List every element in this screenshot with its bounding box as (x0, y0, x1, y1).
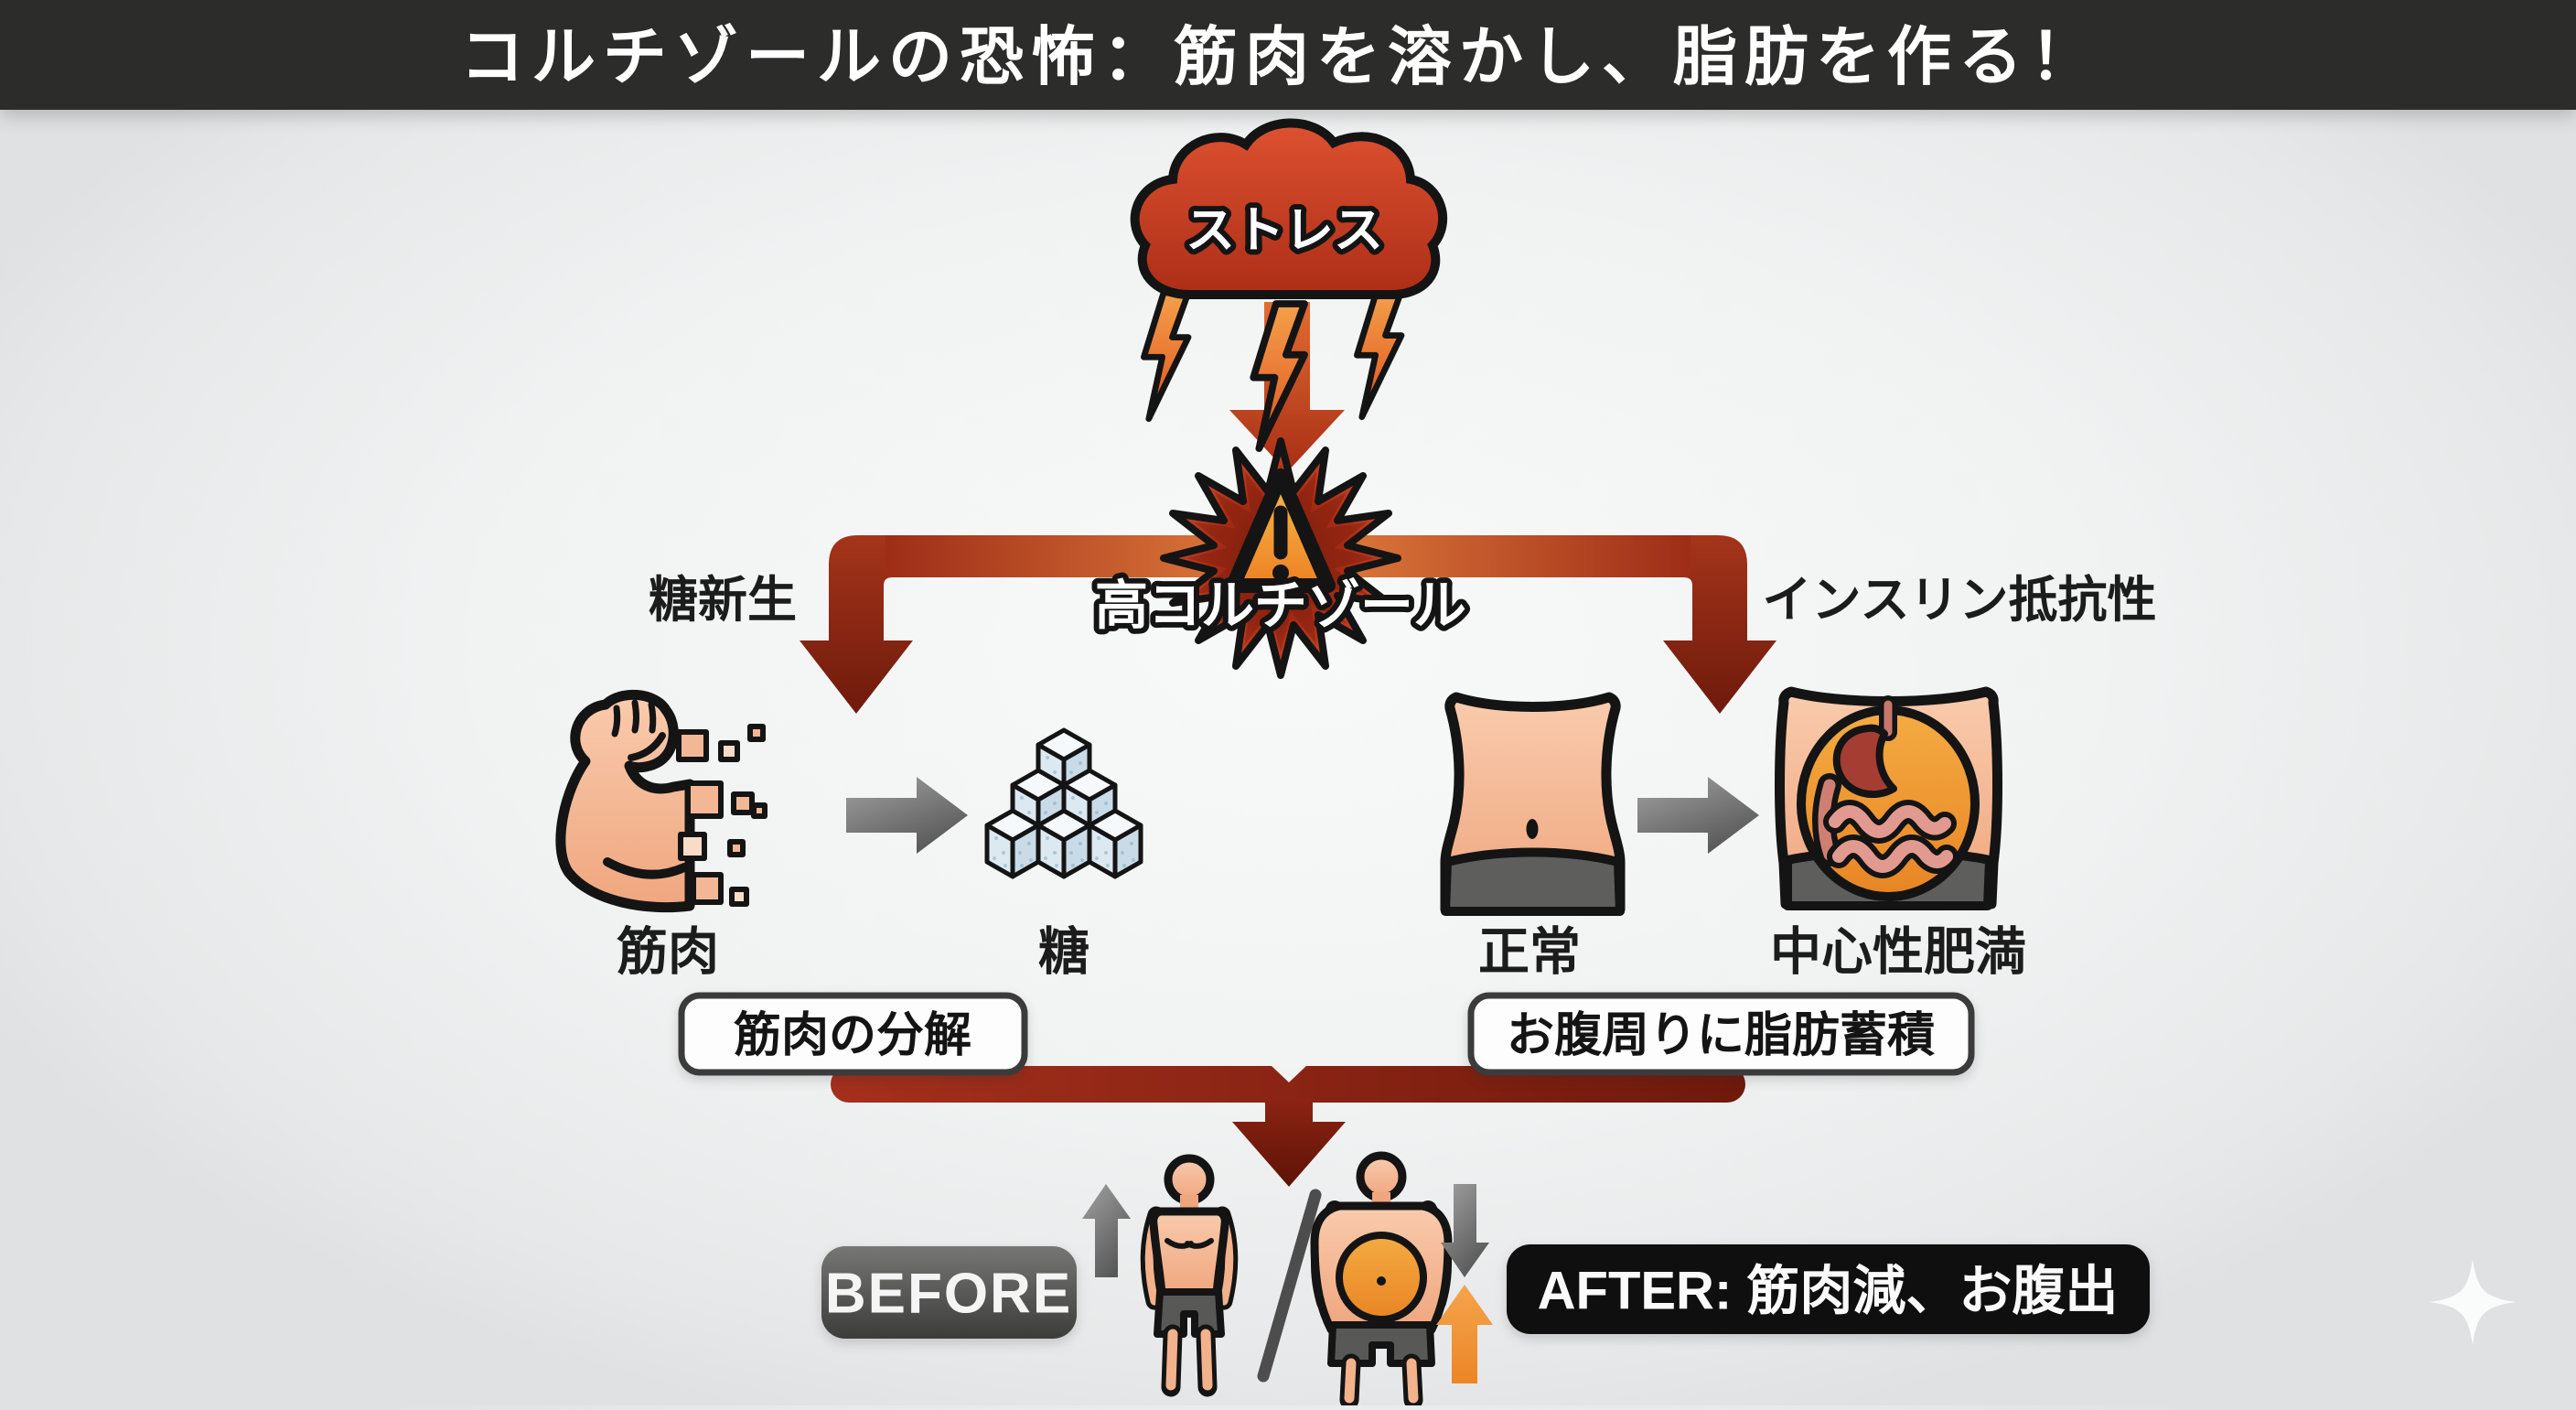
transform-arrow-left-icon (846, 777, 968, 854)
title-bar-background (0, 0, 2576, 110)
sugar-cubes-icon (987, 730, 1141, 877)
after-badge: AFTER: 筋肉減、お腹出 (1507, 1244, 2150, 1334)
muscle-up-arrow-icon (1082, 1184, 1131, 1277)
muscle-debris-pixels (676, 724, 767, 907)
cortisol-label: 高コルチゾール (1095, 576, 1466, 636)
normal-belly-icon (1440, 692, 1626, 916)
muscle-label: 筋肉 (617, 923, 719, 981)
divider-slash (1257, 1189, 1322, 1383)
fat-storage-box: お腹周りに脂肪蓄積 (1467, 992, 1975, 1076)
obese-belly-icon (1775, 686, 2002, 910)
lightning-bolts-icon (1143, 291, 1401, 448)
converge-arrow-icon (1232, 1098, 1346, 1187)
left-branch-label: 糖新生 (649, 573, 797, 628)
cortisol-burst-icon: 高コルチゾール (1089, 437, 1472, 679)
fat-storage-caption: お腹周りに脂肪蓄積 (1507, 1009, 1935, 1062)
before-label: BEFORE (825, 1263, 1072, 1326)
muscle-breakdown-box: 筋肉の分解 (678, 992, 1028, 1076)
thin-figure-icon (1140, 1154, 1239, 1397)
muscle-arm-icon (555, 689, 695, 913)
after-label: AFTER: 筋肉減、お腹出 (1538, 1262, 2119, 1321)
normal-label: 正常 (1478, 923, 1581, 981)
branch-left-arm (800, 535, 915, 714)
stress-cloud-icon: ストレス (1130, 118, 1448, 472)
sparkle-watermark-icon (2430, 1259, 2516, 1345)
muscle-down-arrow-icon (1441, 1184, 1489, 1277)
transform-arrow-right-icon (1637, 777, 1759, 854)
title-bar: コルチゾールの恐怖：筋肉を溶かし、脂肪を作る！ (0, 0, 2576, 110)
cloud-shape (1130, 118, 1448, 299)
belly-up-arrow-icon (1436, 1285, 1493, 1383)
fat-figure-icon (1310, 1151, 1453, 1410)
muscle-breakdown-caption: 筋肉の分解 (734, 1009, 971, 1062)
sugar-label: 糖 (1038, 923, 1089, 981)
before-badge: BEFORE (821, 1246, 1077, 1339)
central-obesity-label: 中心性肥満 (1770, 923, 2026, 981)
page-title: コルチゾールの恐怖：筋肉を溶かし、脂肪を作る！ (460, 21, 2101, 92)
stress-label: ストレス (1186, 203, 1383, 258)
converge-bar-notch (1272, 1066, 1306, 1082)
right-branch-label: インスリン抵抗性 (1763, 573, 2157, 628)
converge-bar-icon (831, 1066, 1745, 1187)
warning-triangle-icon (1226, 468, 1336, 593)
branch-right-arm (1661, 535, 1776, 714)
